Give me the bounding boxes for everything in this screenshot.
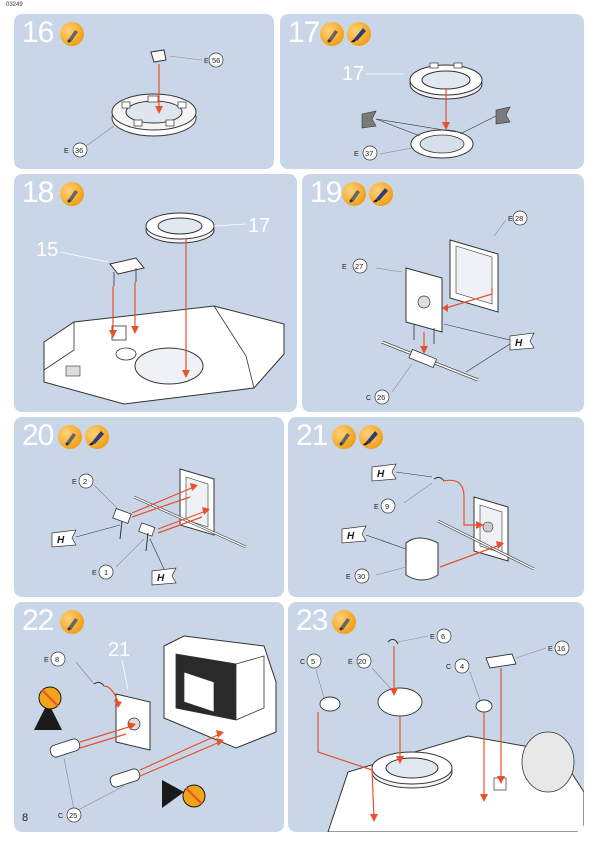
ref-number: 17 bbox=[342, 63, 364, 85]
step-20-drawing: H H E 2 E 1 bbox=[51, 468, 247, 586]
step-22-drawing: 21 E 8 bbox=[34, 635, 277, 823]
step-20-panel: 20 H H E 2 bbox=[14, 417, 284, 597]
part-letter: E bbox=[354, 151, 359, 158]
step-19-drawing: H E 28 E 27 C 26 bbox=[342, 210, 535, 405]
part-letter: C bbox=[366, 395, 371, 402]
flag-h: H bbox=[57, 535, 65, 546]
glue-icon bbox=[58, 425, 82, 449]
step-icons bbox=[342, 182, 393, 206]
step-23-drawing: E 6 C 5 E 20 C 4 E 16 bbox=[300, 628, 584, 832]
flag-h: H bbox=[347, 531, 355, 542]
part-number: 8 bbox=[55, 655, 59, 664]
step-19-panel: 19 H E 28 E bbox=[302, 174, 584, 412]
step-16-panel: 16 E 56 E 36 bbox=[14, 14, 274, 169]
part-number: 16 bbox=[557, 644, 565, 653]
part-letter: E bbox=[508, 216, 513, 223]
step-number: 19 bbox=[310, 176, 342, 209]
part-letter: E bbox=[204, 58, 209, 65]
part-letter: E bbox=[44, 657, 49, 664]
flag-h: H bbox=[515, 338, 523, 349]
step-number: 18 bbox=[22, 176, 54, 209]
catalog-code: 03249 bbox=[6, 2, 23, 8]
step-number: 17 bbox=[288, 16, 320, 49]
paint-brush-icon bbox=[347, 22, 371, 46]
part-number: 25 bbox=[69, 811, 77, 820]
part-number: 26 bbox=[377, 393, 385, 402]
step-icons bbox=[58, 425, 109, 449]
flag-h: H bbox=[157, 573, 165, 584]
step-icons bbox=[320, 22, 371, 46]
no-glue-icon bbox=[34, 686, 62, 730]
part-letter: C bbox=[58, 813, 63, 820]
step-22-panel: 22 21 bbox=[14, 602, 284, 832]
step-18-drawing: 17 15 bbox=[36, 212, 285, 405]
part-letter: E bbox=[348, 659, 353, 666]
step-21-panel: 21 H H E 9 E bbox=[288, 417, 584, 597]
paint-brush-icon bbox=[359, 425, 383, 449]
step-17-panel: 17 17 E 37 bbox=[280, 14, 584, 169]
part-number: 28 bbox=[515, 214, 523, 223]
step-number: 20 bbox=[22, 419, 54, 452]
step-number: 22 bbox=[22, 604, 54, 637]
step-number: 21 bbox=[296, 419, 328, 452]
step-17-drawing: 17 E 37 bbox=[342, 62, 511, 161]
part-number: 36 bbox=[75, 146, 83, 155]
page-number: 8 bbox=[22, 812, 29, 824]
glue-icon bbox=[60, 610, 84, 634]
glue-icon bbox=[60, 22, 84, 46]
part-number: 30 bbox=[357, 572, 365, 581]
part-number: 20 bbox=[358, 657, 366, 666]
part-letter: E bbox=[92, 570, 97, 577]
ref-number: 21 bbox=[108, 639, 130, 661]
flag-h: H bbox=[377, 469, 385, 480]
part-letter: E bbox=[548, 646, 553, 653]
part-number: 6 bbox=[441, 632, 445, 641]
part-letter: E bbox=[346, 574, 351, 581]
step-18-panel: 18 17 15 bbox=[14, 174, 297, 412]
glue-icon bbox=[320, 22, 344, 46]
glue-icon bbox=[332, 610, 356, 634]
part-letter: E bbox=[374, 504, 379, 511]
glue-icon bbox=[60, 182, 84, 206]
step-icons bbox=[332, 610, 356, 634]
glue-icon bbox=[332, 425, 356, 449]
part-number: 2 bbox=[83, 477, 87, 486]
paint-brush-icon bbox=[85, 425, 109, 449]
step-icons bbox=[60, 610, 84, 634]
part-number: 56 bbox=[212, 56, 220, 65]
part-letter: E bbox=[64, 148, 69, 155]
paint-brush-icon bbox=[369, 182, 393, 206]
step-number: 16 bbox=[22, 16, 54, 49]
step-icons bbox=[60, 22, 84, 46]
step-23-panel: 23 E 6 C 5 bbox=[288, 602, 584, 832]
step-16-drawing: E 56 E 36 bbox=[64, 49, 224, 158]
part-number: 27 bbox=[355, 262, 363, 271]
part-number: 9 bbox=[385, 502, 389, 511]
part-letter: C bbox=[300, 659, 305, 666]
part-number: 4 bbox=[460, 662, 464, 671]
ref-number: 15 bbox=[36, 239, 58, 261]
glue-icon bbox=[342, 182, 366, 206]
part-letter: E bbox=[72, 479, 77, 486]
ref-number: 17 bbox=[248, 215, 270, 237]
part-number: 37 bbox=[365, 149, 373, 158]
part-letter: E bbox=[430, 634, 435, 641]
part-number: 5 bbox=[311, 657, 315, 666]
no-glue-icon bbox=[162, 780, 206, 808]
step-21-drawing: H H E 9 E 30 bbox=[341, 463, 535, 584]
part-number: 1 bbox=[104, 568, 108, 577]
part-letter: E bbox=[342, 264, 347, 271]
part-letter: C bbox=[446, 664, 451, 671]
step-icons bbox=[60, 182, 84, 206]
step-icons bbox=[332, 425, 383, 449]
step-number: 23 bbox=[296, 604, 328, 637]
